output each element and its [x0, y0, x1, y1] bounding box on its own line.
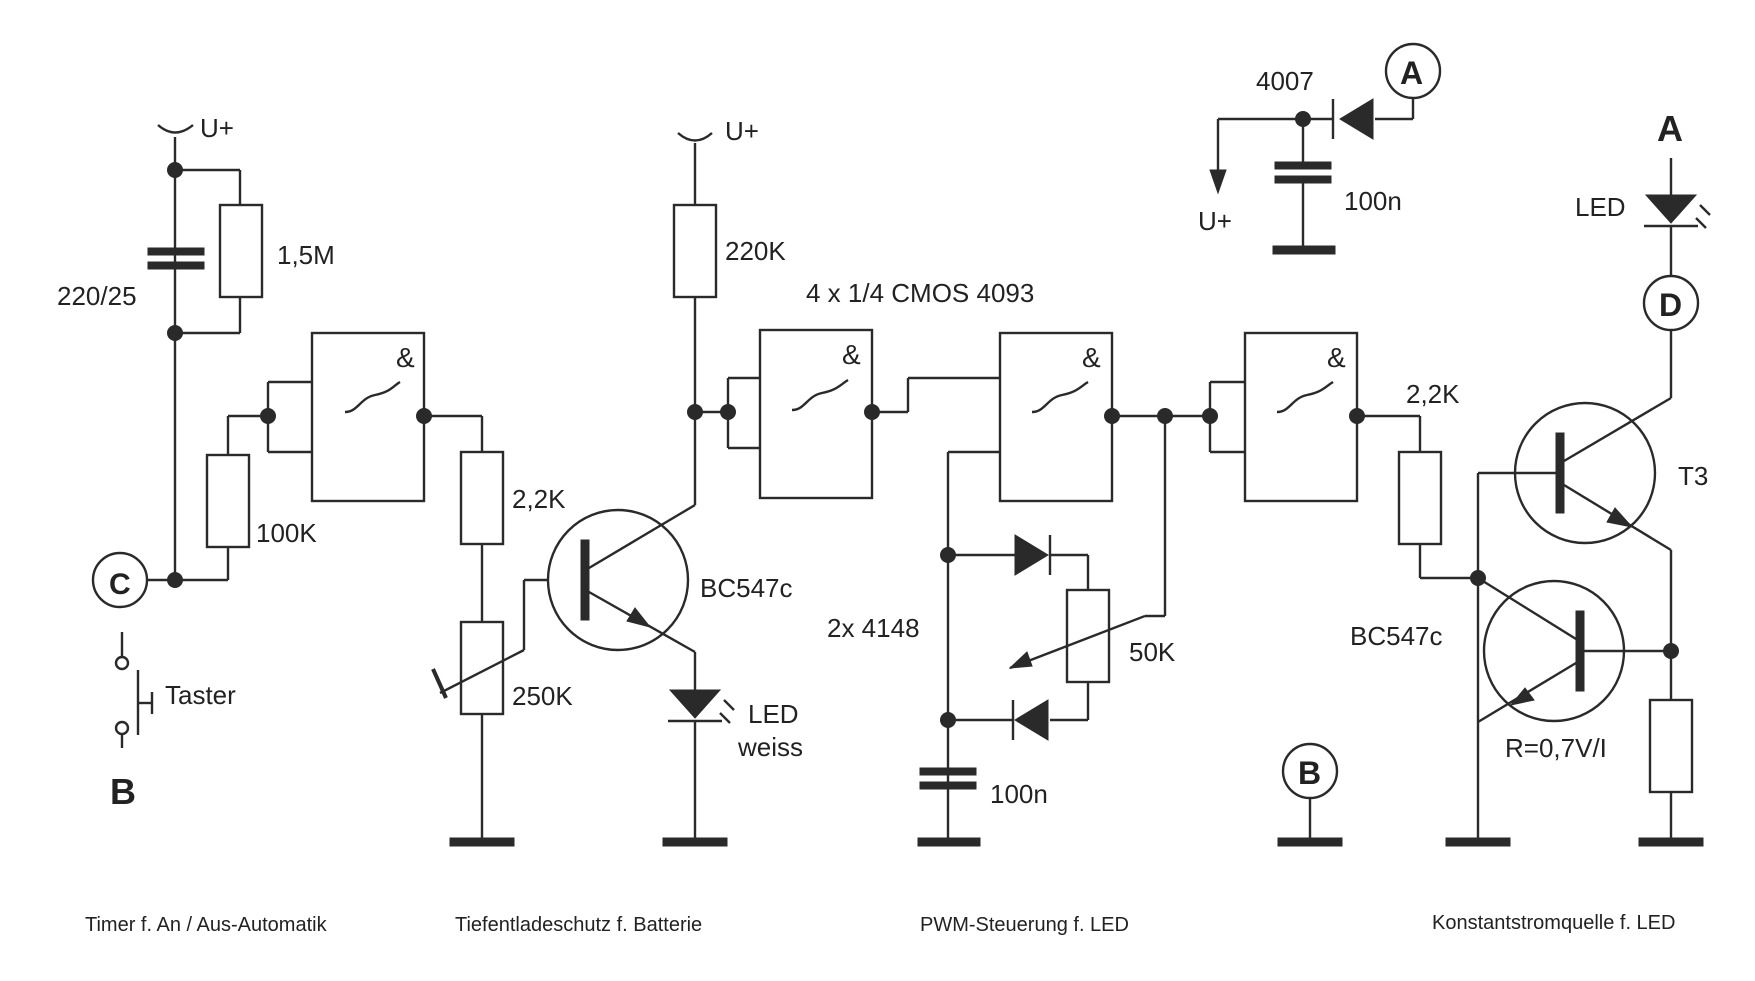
label-potentiometer-50k: 50K — [1129, 637, 1176, 667]
label-capacitor-100n-top: 100n — [1344, 186, 1402, 216]
resistor-100k — [205, 453, 251, 549]
terminal-c — [91, 551, 149, 609]
caption-timer: Timer f. An / Aus-Automatik — [85, 914, 328, 936]
ground-2 — [662, 837, 728, 847]
label-capacitor-220-25: 220/25 — [57, 281, 137, 311]
label-u-plus-3: U+ — [1198, 206, 1232, 236]
label-transistor-t3: T3 — [1678, 461, 1708, 491]
label-resistor-100k: 100K — [256, 518, 317, 548]
ground-4 — [1445, 837, 1511, 847]
potentiometer-250k — [459, 620, 505, 716]
timer-section: & — [91, 124, 426, 748]
supply-terminal-2 — [677, 132, 713, 142]
label-transistor-bc547c-a: BC547c — [700, 573, 793, 603]
nand-gate-2 — [758, 328, 874, 500]
label-terminal-a-circle: A — [1400, 55, 1423, 91]
label-resistor-1m5: 1,5M — [277, 240, 335, 270]
supply-terminal-1 — [157, 124, 194, 134]
supply-arrow-u-plus — [1209, 169, 1227, 195]
ground-3 — [917, 837, 981, 847]
switch-contact-bottom — [114, 720, 130, 736]
gate-4-hysteresis-icon — [1276, 380, 1334, 414]
caption-pwm: PWM-Steuerung f. LED — [920, 914, 1129, 936]
transistor-bc547c-a — [546, 508, 690, 652]
gate-2-symbol: & — [842, 339, 861, 370]
label-diode-4007: 4007 — [1256, 66, 1314, 96]
capacitor-220-plate-top — [147, 247, 205, 256]
ground-b — [1277, 837, 1343, 847]
label-led-white-2: weiss — [737, 732, 803, 762]
resistor-1m5 — [218, 203, 264, 299]
label-terminal-a-bold: A — [1657, 108, 1683, 149]
label-terminal-d: D — [1659, 287, 1682, 323]
capacitor-100n-top-plate-b — [1274, 175, 1332, 184]
label-led-top: LED — [1575, 192, 1626, 222]
switch-contact-top — [114, 655, 130, 671]
diode-4148-b — [1014, 699, 1049, 741]
pot-250k-wiper — [439, 648, 525, 695]
resistor-2k2-a — [459, 450, 505, 546]
gate-1-hysteresis-icon — [344, 380, 401, 414]
capacitor-220-plate-bottom — [147, 261, 205, 270]
diode-4007 — [1339, 98, 1374, 140]
label-led-white-1: LED — [748, 699, 799, 729]
label-resistor-formula: R=0,7V/I — [1505, 733, 1607, 763]
label-terminal-b-circle: B — [1298, 755, 1321, 791]
caption-konstantstromquelle: Konstantstromquelle f. LED — [1432, 912, 1675, 934]
potentiometer-50k — [1065, 588, 1111, 684]
resistor-2k2-b — [1397, 450, 1443, 546]
ground-5 — [1638, 837, 1704, 847]
label-u-plus-2: U+ — [725, 116, 759, 146]
resistor-r-formula — [1648, 698, 1694, 794]
caption-tiefentladeschutz: Tiefentladeschutz f. Batterie — [455, 914, 702, 936]
label-terminal-b-bold: B — [110, 771, 136, 812]
label-taster: Taster — [165, 680, 236, 710]
led-white — [668, 689, 722, 719]
gate-3-symbol: & — [1082, 342, 1101, 373]
label-terminal-c: C — [109, 568, 131, 601]
pot-50k-wiper — [1009, 614, 1146, 670]
gate-4-symbol: & — [1327, 342, 1346, 373]
label-capacitor-100n-pwm: 100n — [990, 779, 1048, 809]
gate-3-hysteresis-icon — [1031, 380, 1089, 414]
label-resistor-2k2-a: 2,2K — [512, 484, 566, 514]
label-cmos-4093: 4 x 1/4 CMOS 4093 — [806, 278, 1034, 308]
label-potentiometer-250k: 250K — [512, 681, 573, 711]
diode-4148-a — [1014, 534, 1049, 576]
ground-1 — [449, 837, 515, 847]
ground-top — [1272, 245, 1336, 255]
gate-2-hysteresis-icon — [791, 378, 849, 412]
capacitor-100n-pwm-bottom — [919, 781, 977, 790]
capacitor-100n-top-plate-a — [1274, 161, 1332, 170]
led-top — [1644, 194, 1698, 224]
nand-gate-4 — [1243, 331, 1359, 503]
label-transistor-bc547c-b: BC547c — [1350, 621, 1443, 651]
nand-gate-3 — [998, 331, 1114, 503]
label-u-plus-1: U+ — [200, 113, 234, 143]
gate-1-symbol: & — [396, 342, 415, 373]
label-diodes-4148: 2x 4148 — [827, 613, 920, 643]
capacitor-100n-pwm-top — [919, 767, 977, 776]
label-resistor-2k2-b: 2,2K — [1406, 379, 1460, 409]
resistor-220k — [672, 203, 718, 299]
label-resistor-220k: 220K — [725, 236, 786, 266]
